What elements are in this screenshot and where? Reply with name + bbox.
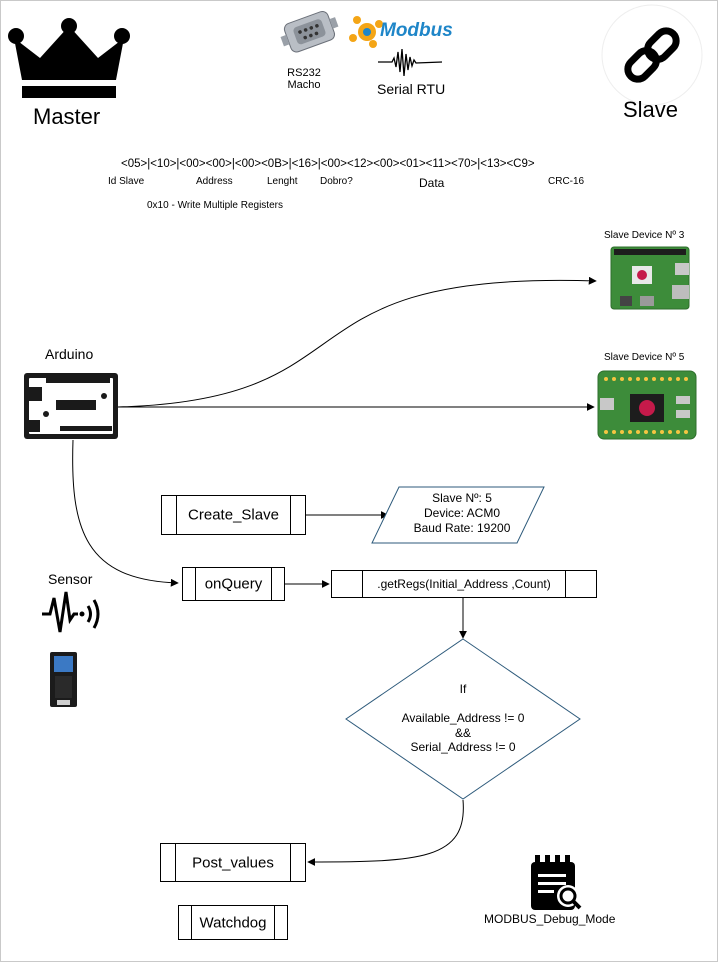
- create-slave-text: Create_Slave: [188, 506, 279, 524]
- rs232-label: RS232 Macho: [287, 67, 321, 91]
- decision-line-2: [376, 697, 550, 712]
- slave-label: Slave: [623, 97, 679, 122]
- watchdog-box: Watchdog: [178, 905, 288, 940]
- getregs-text: .getRegs(Initial_Address ,Count): [377, 577, 551, 591]
- sensor-label: Sensor: [48, 571, 93, 587]
- frame-label-address: Address: [196, 176, 233, 187]
- decision-line-3: Available_Address != 0: [401, 711, 525, 725]
- decision-diamond: [345, 638, 581, 800]
- master-label: Master: [33, 104, 101, 129]
- function-note: 0x10 - Write Multiple Registers: [147, 200, 283, 211]
- frame-label-dobro: Dobro?: [320, 176, 353, 187]
- debug-mode-label: MODBUS_Debug_Mode: [484, 912, 616, 926]
- onquery-box: onQuery: [182, 567, 285, 601]
- arduino-label: Arduino: [45, 346, 94, 362]
- onquery-text: onQuery: [204, 575, 263, 593]
- create-slave-box: Create_Slave: [161, 495, 306, 535]
- arrow-arduino-to-slave3: [117, 276, 597, 408]
- decision-line-1: If: [459, 682, 467, 696]
- post-values-box: Post_values: [160, 843, 306, 882]
- serial-rtu-label: Serial RTU: [377, 81, 446, 97]
- arrow-if-to-post: [307, 799, 464, 866]
- decision-line-4: &&: [454, 725, 471, 740]
- frame-bytes: <05>|<10>|<00><00>|<00><0B>|<16>|<00><12…: [121, 158, 535, 170]
- slave-info-text: Slave Nº: 5 Device: ACM0 Baud Rate: 1920…: [396, 491, 528, 536]
- frame-label-crc: CRC-16: [548, 176, 585, 187]
- arrow-arduino-to-onquery: [72, 439, 179, 587]
- post-values-text: Post_values: [192, 854, 274, 871]
- decision-text: If Available_Address != 0 && Serial_Addr…: [376, 682, 550, 755]
- frame-label-data: Data: [419, 176, 445, 190]
- slave-info-parallelogram: [371, 486, 545, 544]
- frame-label-lenght: Lenght: [267, 176, 298, 187]
- slave5-label: Slave Device Nº 5: [604, 352, 685, 363]
- decision-line-5: Serial_Address != 0: [410, 740, 516, 754]
- frame-label-id-slave: Id Slave: [108, 176, 145, 187]
- modbus-logo-text: Modbus: [380, 20, 453, 41]
- getregs-box: .getRegs(Initial_Address ,Count): [331, 570, 597, 598]
- slave-info-line-2: Device: ACM0: [423, 506, 501, 520]
- slave-info-line-1: Slave Nº: 5: [432, 491, 492, 505]
- watchdog-text: Watchdog: [199, 914, 267, 931]
- slave-info-line-3: Baud Rate: 19200: [413, 521, 511, 535]
- slave3-label: Slave Device Nº 3: [604, 230, 685, 241]
